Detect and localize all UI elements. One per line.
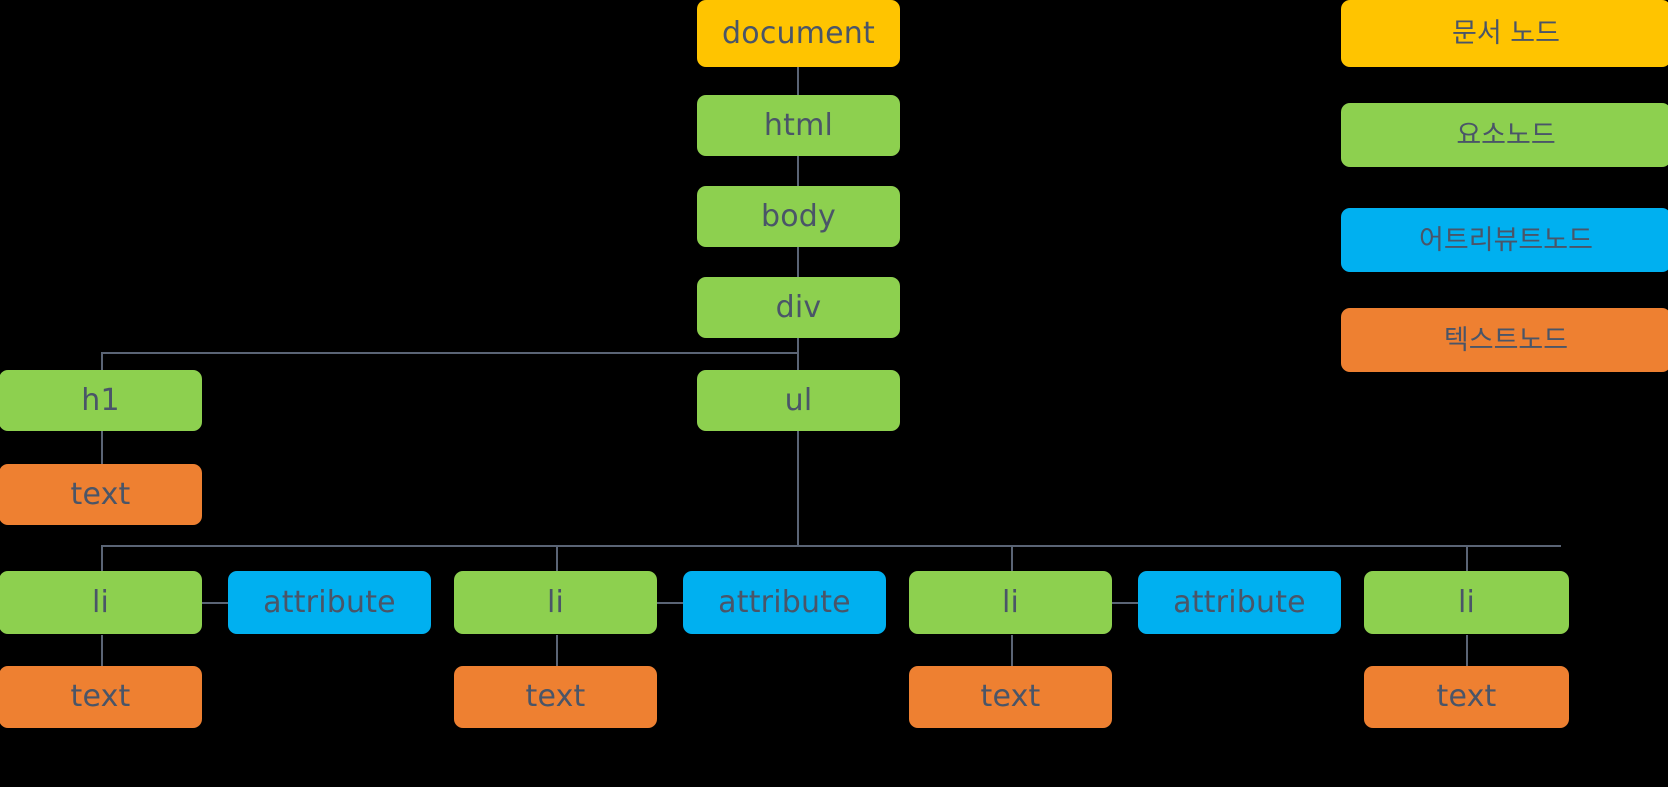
node-li-text-2[interactable]: text: [454, 666, 657, 728]
node-h1-text[interactable]: text: [0, 464, 202, 525]
node-li-1[interactable]: li: [0, 571, 202, 634]
edge-li-2-attribute-2: [657, 602, 683, 604]
edge-li-1-text: [101, 635, 103, 666]
edge-li-1-attribute-1: [202, 602, 228, 604]
edge-ul-drop: [797, 431, 799, 546]
node-h1[interactable]: h1: [0, 370, 202, 431]
edge-ul-children-bus: [101, 545, 1561, 547]
node-li-text-4[interactable]: text: [1364, 666, 1569, 728]
node-html[interactable]: html: [697, 95, 900, 156]
edge-bus-li-2: [556, 545, 558, 571]
node-document[interactable]: document: [697, 0, 900, 67]
node-li-4[interactable]: li: [1364, 571, 1569, 634]
edge-li-4-text: [1466, 635, 1468, 666]
edge-document-html: [797, 67, 799, 95]
legend-attribute-node: 어트리뷰트노드: [1341, 208, 1668, 272]
node-li-3[interactable]: li: [909, 571, 1112, 634]
edge-div-drop: [797, 337, 799, 353]
edge-h1-text: [101, 431, 103, 465]
edge-bus-li-3: [1011, 545, 1013, 571]
legend-text-node: 텍스트노드: [1341, 308, 1668, 372]
edge-body-div: [797, 247, 799, 277]
edge-bus-h1: [101, 352, 103, 372]
node-attribute-3[interactable]: attribute: [1138, 571, 1341, 634]
edge-bus-li-1: [101, 545, 103, 571]
legend-element-node: 요소노드: [1341, 103, 1668, 167]
edge-div-children-bus: [101, 352, 799, 354]
edge-bus-li-4: [1466, 545, 1468, 571]
edge-li-2-text: [556, 635, 558, 666]
edge-html-body: [797, 155, 799, 187]
node-ul[interactable]: ul: [697, 370, 900, 431]
node-li-text-3[interactable]: text: [909, 666, 1112, 728]
edge-li-3-text: [1011, 635, 1013, 666]
node-attribute-2[interactable]: attribute: [683, 571, 886, 634]
edge-li-3-attribute-3: [1112, 602, 1138, 604]
node-attribute-1[interactable]: attribute: [228, 571, 431, 634]
node-li-text-1[interactable]: text: [0, 666, 202, 728]
node-div[interactable]: div: [697, 277, 900, 338]
node-li-2[interactable]: li: [454, 571, 657, 634]
legend-document-node: 문서 노드: [1341, 0, 1668, 67]
node-body[interactable]: body: [697, 186, 900, 247]
edge-bus-ul: [797, 352, 799, 372]
